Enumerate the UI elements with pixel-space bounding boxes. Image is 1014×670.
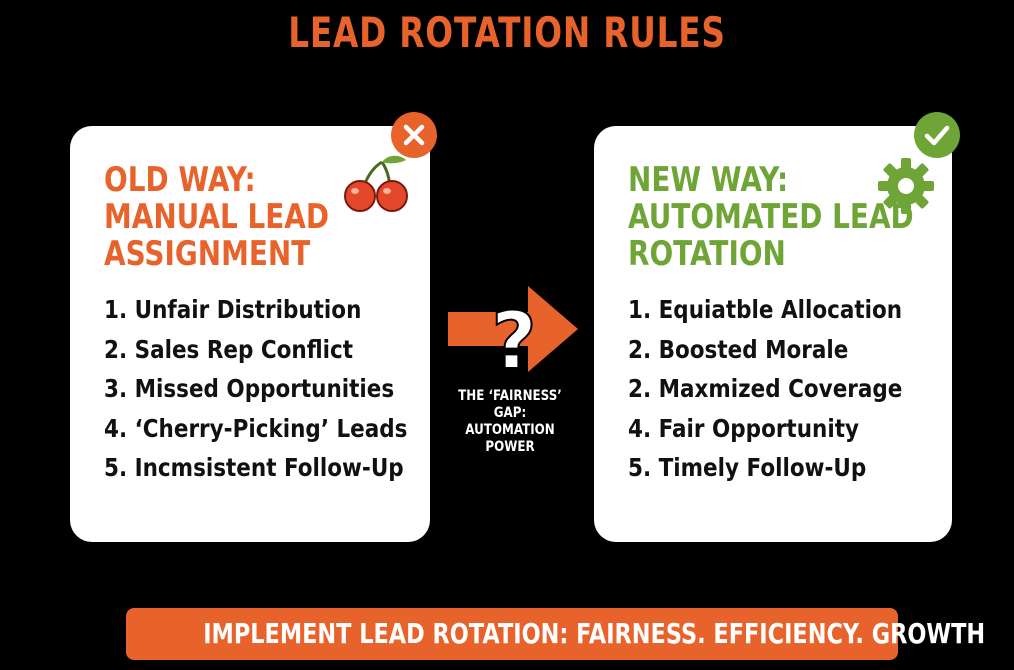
- list-item: 4. Fair Opportunity: [628, 413, 859, 443]
- list-item: 2. Boosted Morale: [628, 334, 849, 364]
- cta-banner-text: IMPLEMENT LEAD ROTATION: FAIRNESS. EFFIC…: [203, 617, 986, 650]
- list-item: 1. Equiatble Allocation: [628, 295, 903, 324]
- arrow-right-icon: [448, 286, 578, 372]
- check-icon: [924, 125, 950, 146]
- cta-banner: IMPLEMENT LEAD ROTATION: FAIRNESS. EFFIC…: [126, 608, 986, 660]
- old-way-heading-line: ASSIGNMENT: [104, 234, 311, 274]
- list-item: 3. Missed Opportunities: [104, 374, 395, 403]
- old-way-heading-line: OLD WAY:: [104, 160, 256, 200]
- list-item: 5. Timely Follow-Up: [628, 453, 867, 482]
- gap-label-line: THE ‘FAIRNESS’ GAP:: [458, 388, 562, 421]
- new-way-heading: NEW WAY: AUTOMATED LEAD ROTATION: [628, 162, 914, 273]
- question-mark-glyph: ?: [491, 297, 536, 374]
- old-way-card: OLD WAY: MANUAL LEAD ASSIGNMENT 1. Unfai…: [70, 126, 430, 542]
- gap-arrow: ?: [446, 284, 580, 374]
- list-item: 5. Incmsistent Follow-Up: [104, 453, 404, 482]
- list-item: 4. ‘Cherry-Picking’ Leads: [104, 413, 408, 443]
- new-way-list: 1. Equiatble Allocation 2. Boosted Moral…: [628, 290, 902, 488]
- check-badge: [914, 112, 960, 158]
- old-way-list: 1. Unfair Distribution 2. Sales Rep Conf…: [104, 290, 407, 488]
- gap-label-line: POWER: [485, 439, 535, 455]
- list-item: 2. Maxmized Coverage: [628, 374, 903, 403]
- gap-label-line: AUTOMATION: [465, 422, 555, 438]
- question-mark-icon: ?: [490, 296, 537, 374]
- list-item: 1. Unfair Distribution: [104, 295, 362, 324]
- page-title: LEAD ROTATION RULES: [288, 8, 726, 57]
- old-way-heading-line: MANUAL LEAD: [104, 197, 330, 237]
- old-way-heading: OLD WAY: MANUAL LEAD ASSIGNMENT: [104, 162, 329, 273]
- gear-icon: [878, 158, 934, 214]
- x-icon: [403, 124, 425, 146]
- x-badge: [391, 112, 437, 158]
- cherry-icon: [344, 155, 408, 212]
- new-way-heading-line: AUTOMATED LEAD: [628, 197, 914, 237]
- new-way-card: NEW WAY: AUTOMATED LEAD ROTATION 1. Equi…: [594, 126, 952, 542]
- list-item: 2. Sales Rep Conflict: [104, 334, 354, 364]
- gap-label: THE ‘FAIRNESS’ GAP: AUTOMATION POWER: [442, 388, 578, 456]
- new-way-heading-line: ROTATION: [628, 234, 786, 274]
- new-way-heading-line: NEW WAY:: [628, 160, 789, 200]
